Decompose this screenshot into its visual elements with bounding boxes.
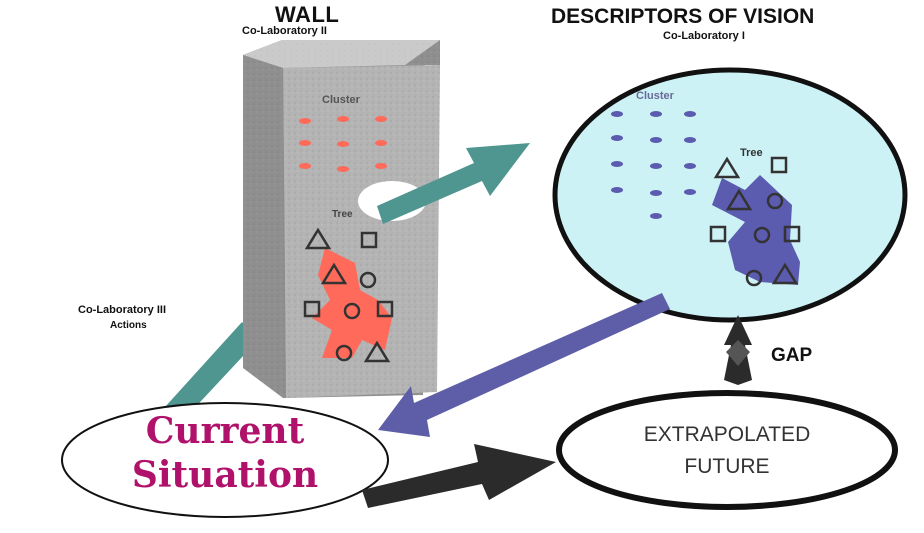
cluster-dot — [337, 141, 349, 147]
current-situation-text: Current Situation — [60, 409, 390, 497]
cluster-dot — [611, 111, 623, 117]
cluster-dot — [650, 213, 662, 219]
wall-subtitle: Co-Laboratory II — [242, 25, 327, 37]
wall-cluster-label: Cluster — [322, 94, 360, 106]
colab3-label: Co-Laboratory III — [78, 304, 167, 316]
cluster-dot — [650, 137, 662, 143]
cluster-dot — [337, 116, 349, 122]
vision-cluster-dots — [611, 111, 696, 219]
circle-shape — [753, 226, 771, 244]
extrapolated-future-line2: FUTURE — [684, 455, 770, 478]
cluster-dot — [299, 140, 311, 146]
circle-shape — [359, 271, 377, 289]
triangle-shape — [771, 262, 799, 285]
cluster-dot — [650, 190, 662, 196]
vision-subtitle: Co-Laboratory I — [663, 30, 745, 42]
square-shape — [303, 300, 321, 318]
circle-shape — [745, 269, 763, 287]
circle-shape — [766, 192, 784, 210]
cluster-dot — [611, 187, 623, 193]
cluster-dot — [684, 111, 696, 117]
vision-title: DESCRIPTORS OF VISION — [551, 5, 815, 28]
vision-cluster-label: Cluster — [636, 90, 674, 102]
cluster-dot — [650, 163, 662, 169]
teal-arrow-wall-to-vision — [377, 143, 530, 224]
extrapolated-future-ellipse — [556, 390, 898, 510]
black-arrow-current-to-future — [362, 444, 556, 508]
teal-arrow-colab3 — [155, 322, 258, 430]
gap-label: GAP — [771, 345, 813, 366]
triangle-shape — [304, 227, 332, 250]
square-shape — [360, 231, 378, 249]
extrapolated-future-line1: EXTRAPOLATED — [643, 423, 811, 446]
current-situation-line2: Situation — [131, 454, 319, 496]
current-situation-line1: Current — [145, 410, 305, 452]
cluster-dot — [299, 163, 311, 169]
cluster-dot — [299, 118, 311, 124]
wall-tree-label: Tree — [332, 209, 353, 220]
triangle-shape — [320, 262, 348, 285]
wall-tree — [303, 227, 394, 363]
triangle-shape — [713, 156, 741, 179]
cluster-dot — [375, 140, 387, 146]
cluster-dot — [684, 163, 696, 169]
cluster-dot — [375, 116, 387, 122]
wall-title: WALL — [275, 2, 340, 27]
cluster-dot — [337, 166, 349, 172]
square-shape — [783, 225, 801, 243]
wall-cluster-dots — [299, 116, 387, 172]
extrapolated-future-text: EXTRAPOLATED FUTURE — [562, 419, 892, 483]
square-shape — [770, 156, 788, 174]
triangle-shape — [363, 340, 391, 363]
purple-arrow-vision-to-current — [378, 293, 670, 437]
cluster-dot — [684, 189, 696, 195]
cluster-dot — [650, 111, 662, 117]
circle-shape — [343, 302, 361, 320]
vision-tree-label: Tree — [740, 147, 763, 159]
square-shape — [376, 300, 394, 318]
triangle-shape — [725, 188, 753, 211]
cluster-dot — [611, 161, 623, 167]
current-situation-ellipse — [61, 402, 389, 518]
colab3-actions-label: Actions — [110, 320, 147, 328]
cluster-dot — [375, 163, 387, 169]
gap-double-arrow — [724, 315, 752, 385]
cluster-dot — [611, 135, 623, 141]
cluster-dot — [684, 137, 696, 143]
circle-shape — [335, 344, 353, 362]
vision-tree — [709, 156, 801, 287]
square-shape — [709, 225, 727, 243]
